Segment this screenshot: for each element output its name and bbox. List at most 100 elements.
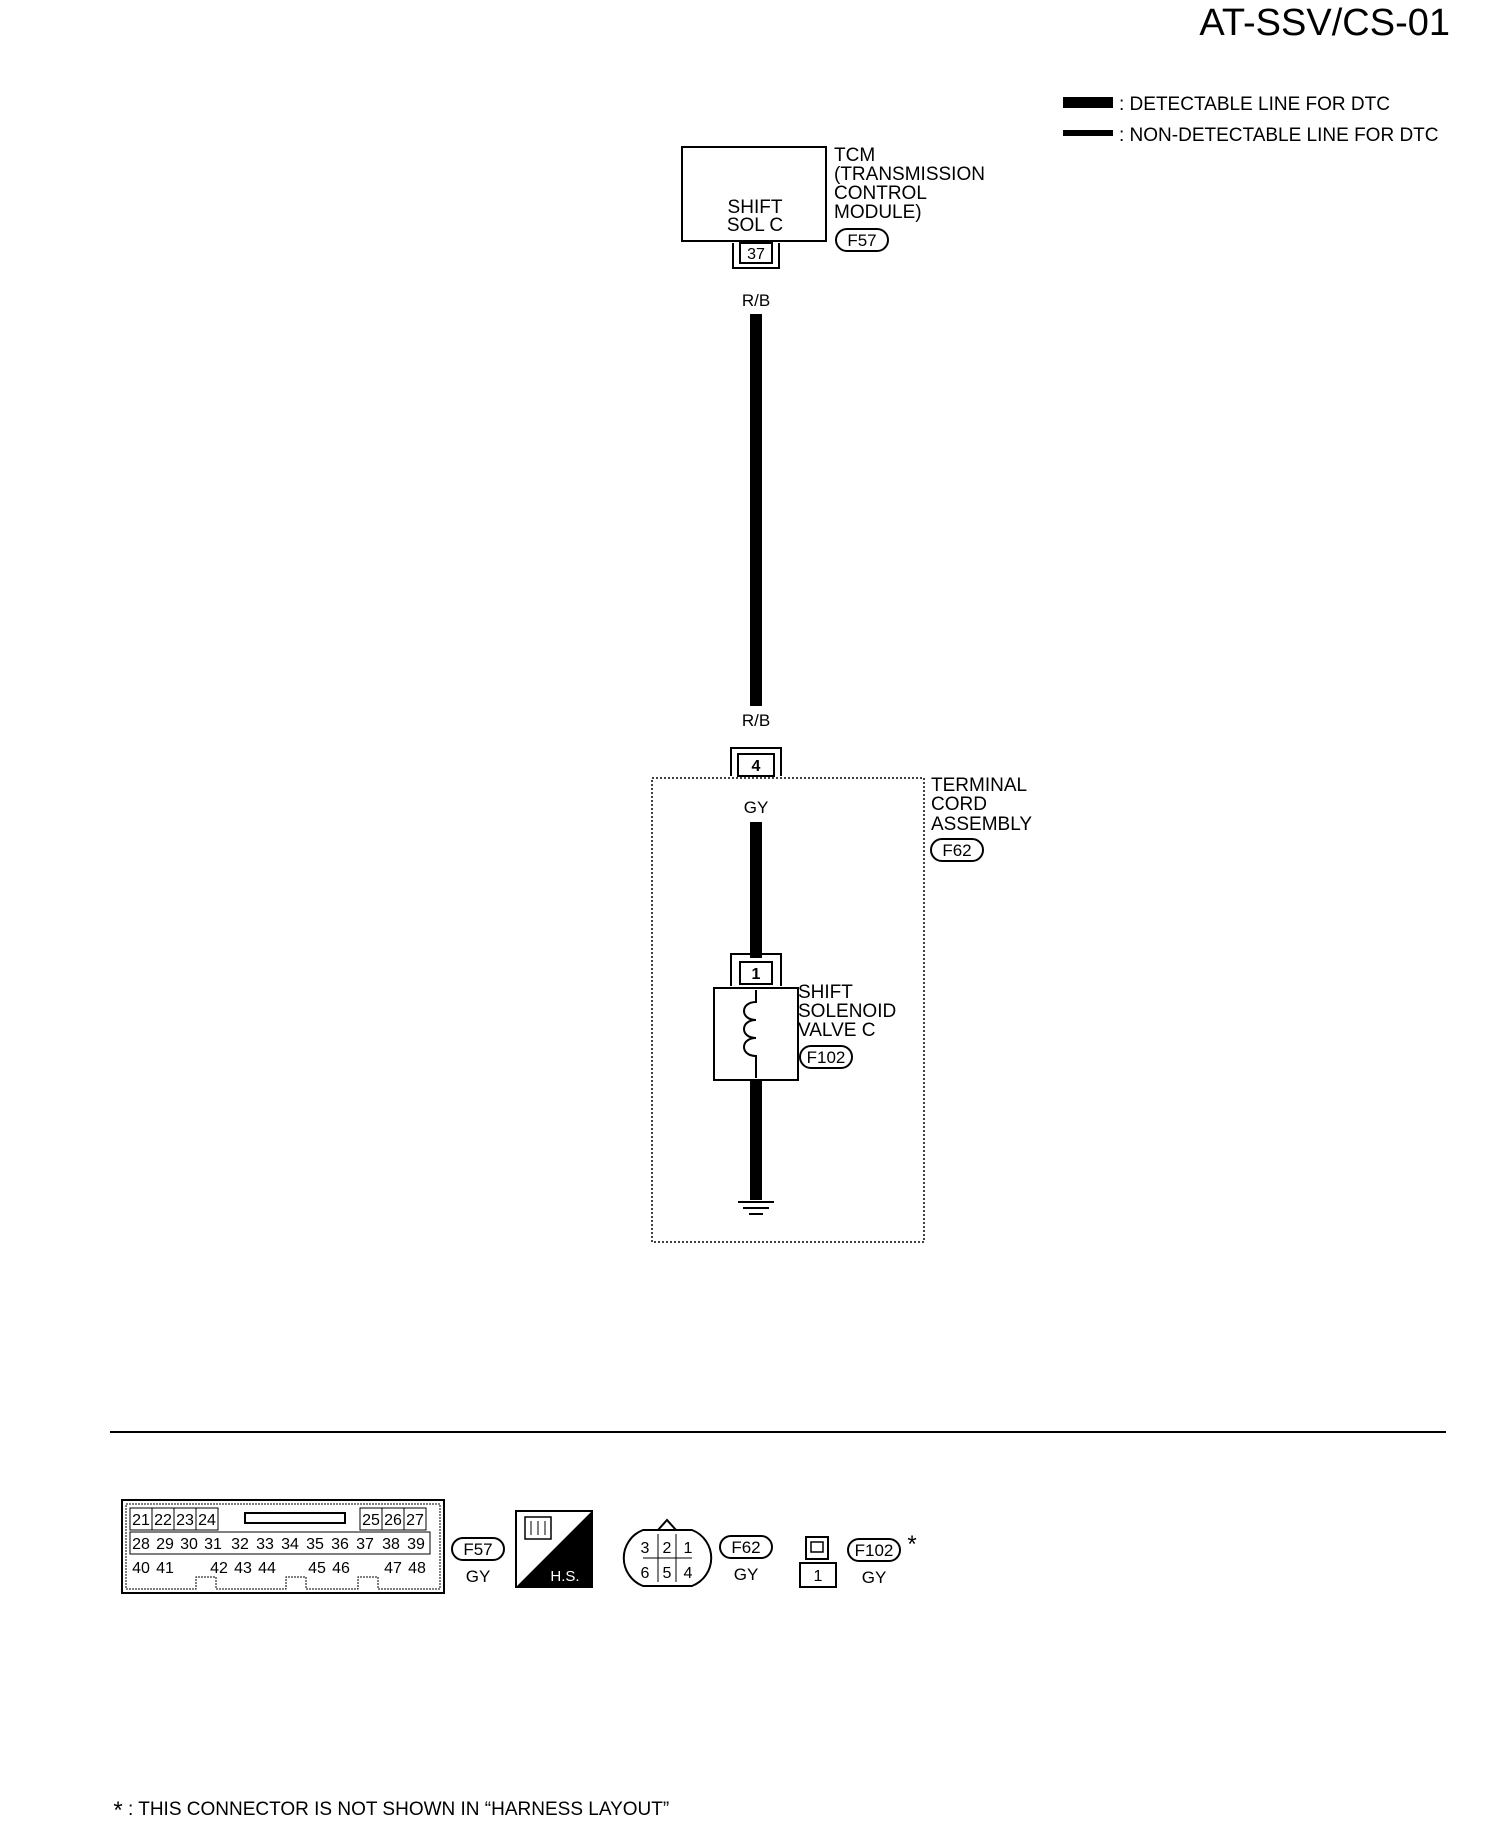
f57-pin: 45 bbox=[308, 1560, 326, 1577]
terminal-cord-boundary bbox=[651, 777, 925, 1243]
f57-pin: 31 bbox=[204, 1536, 222, 1553]
f62-outline bbox=[622, 1529, 713, 1587]
f62-pin: 6 bbox=[641, 1565, 650, 1582]
page-code: AT-SSV/CS-01 bbox=[1199, 2, 1450, 44]
f62-terminal-number: 4 bbox=[752, 758, 761, 775]
wire-color-mid: R/B bbox=[742, 711, 770, 730]
legend-detectable-text: : DETECTABLE LINE FOR DTC bbox=[1119, 94, 1390, 115]
tcm-terminal-bracket bbox=[732, 243, 780, 269]
wire-gy-lower bbox=[750, 1080, 762, 1200]
f57-id: F57 bbox=[463, 1540, 492, 1559]
f57-pin: 48 bbox=[408, 1560, 426, 1577]
f57-pin: 36 bbox=[331, 1536, 349, 1553]
f62-pin: 4 bbox=[684, 1565, 693, 1582]
f57-pin: 43 bbox=[234, 1560, 252, 1577]
f57-id-badge bbox=[451, 1537, 505, 1561]
legend-detectable-swatch bbox=[1063, 97, 1113, 108]
hs-symbol: H.S. bbox=[515, 1510, 593, 1588]
f57-color: GY bbox=[466, 1567, 491, 1586]
tcm-module: SHIFT SOL C TCM (TRANSMISSION CONTROL MO… bbox=[681, 145, 985, 269]
tcm-terminal-number: 37 bbox=[747, 246, 765, 263]
f57-pin: 21 bbox=[132, 1512, 150, 1529]
tcm-connector-id: F57 bbox=[847, 231, 876, 250]
f102-latch bbox=[810, 1541, 824, 1553]
legend: : DETECTABLE LINE FOR DTC : NON-DETECTAB… bbox=[1063, 94, 1439, 146]
solenoid-title-1: SHIFT bbox=[798, 982, 853, 1003]
f62-pin: 5 bbox=[663, 1565, 672, 1582]
solenoid-terminal-bracket bbox=[730, 953, 782, 986]
f62-connector-face: 3 2 1 6 5 4 F62 GY bbox=[622, 1518, 773, 1587]
terminal-cord-title-3: ASSEMBLY bbox=[931, 814, 1032, 835]
f62-pin: 1 bbox=[684, 1540, 693, 1557]
f57-pin: 42 bbox=[210, 1560, 228, 1577]
f57-pin: 23 bbox=[176, 1512, 194, 1529]
wire-color-top: R/B bbox=[742, 291, 770, 310]
f57-row-1: 21 22 23 24 25 26 27 bbox=[129, 1507, 427, 1531]
f57-pin: 22 bbox=[154, 1512, 172, 1529]
f102-id-badge bbox=[847, 1538, 901, 1562]
tcm-connector-badge bbox=[835, 228, 889, 252]
hs-label: H.S. bbox=[550, 1568, 579, 1585]
f62-connector-id: F62 bbox=[942, 841, 971, 860]
tcm-title-line-2: (TRANSMISSION bbox=[834, 164, 985, 185]
legend-non-detectable-text: : NON-DETECTABLE LINE FOR DTC bbox=[1119, 125, 1439, 146]
f57-pin: 40 bbox=[132, 1560, 150, 1577]
tcm-title-line-3: CONTROL bbox=[834, 183, 927, 204]
f102-connector-id: F102 bbox=[807, 1048, 846, 1067]
f57-pin-cell bbox=[195, 1507, 219, 1531]
f57-pin: 38 bbox=[382, 1536, 400, 1553]
f57-pin: 46 bbox=[332, 1560, 350, 1577]
f57-pin: 33 bbox=[256, 1536, 274, 1553]
f102-housing bbox=[805, 1536, 829, 1560]
f57-connector-face: 21 22 23 24 25 26 27 28 29 30 31 32 33 3… bbox=[121, 1499, 505, 1594]
f62-key bbox=[657, 1518, 677, 1531]
f102-id: F102 bbox=[855, 1541, 894, 1560]
footnote-text: : THIS CONNECTOR IS NOT SHOWN IN “HARNES… bbox=[128, 1799, 669, 1820]
wire-color-inner: GY bbox=[744, 798, 769, 817]
f62-id: F62 bbox=[731, 1538, 760, 1557]
f57-pin: 39 bbox=[407, 1536, 425, 1553]
tcm-terminal-box bbox=[739, 242, 773, 264]
f57-latch-slot bbox=[244, 1512, 346, 1524]
f57-pin: 25 bbox=[362, 1512, 380, 1529]
terminal-cord-title-2: CORD bbox=[931, 794, 987, 815]
f57-pin: 34 bbox=[281, 1536, 299, 1553]
f57-pin: 35 bbox=[306, 1536, 324, 1553]
f57-pin: 47 bbox=[384, 1560, 402, 1577]
legend-non-detectable-swatch bbox=[1063, 130, 1113, 136]
solenoid-terminal-number: 1 bbox=[752, 966, 761, 983]
f102-connector-badge bbox=[799, 1045, 853, 1069]
f102-connector-face: 1 F102 * GY bbox=[799, 1531, 917, 1588]
f102-pin-cell bbox=[799, 1562, 837, 1588]
tcm-title-line-4: MODULE) bbox=[834, 202, 922, 223]
f57-outline bbox=[121, 1499, 445, 1594]
tcm-title-line-1: TCM bbox=[834, 145, 875, 166]
solenoid-terminal-box bbox=[739, 961, 773, 985]
f62-connector-badge bbox=[930, 838, 984, 862]
wire-gy-upper bbox=[750, 822, 762, 958]
f57-pin: 26 bbox=[384, 1512, 402, 1529]
ground-icon bbox=[738, 1201, 774, 1215]
hs-triangle bbox=[516, 1511, 592, 1587]
f57-pin: 30 bbox=[180, 1536, 198, 1553]
f102-color: GY bbox=[862, 1568, 887, 1587]
f57-row-2-frame bbox=[129, 1531, 431, 1555]
f62-color: GY bbox=[734, 1565, 759, 1584]
solenoid-title-2: SOLENOID bbox=[798, 1001, 896, 1022]
f102-pin: 1 bbox=[814, 1568, 823, 1585]
wire-rb bbox=[750, 314, 762, 706]
footnote: * : THIS CONNECTOR IS NOT SHOWN IN “HARN… bbox=[113, 1797, 669, 1824]
f57-pin: 44 bbox=[258, 1560, 276, 1577]
f57-inner-outline bbox=[125, 1503, 441, 1590]
f57-pin: 24 bbox=[198, 1512, 216, 1529]
f57-pin: 41 bbox=[156, 1560, 174, 1577]
tcm-box bbox=[681, 146, 827, 242]
terminal-cord-title-1: TERMINAL bbox=[931, 775, 1027, 796]
f57-pin: 29 bbox=[156, 1536, 174, 1553]
tcm-function-line-1: SHIFT bbox=[728, 197, 783, 218]
f62-terminal-box bbox=[737, 753, 775, 777]
f57-pin: 32 bbox=[231, 1536, 249, 1553]
f62-pin: 3 bbox=[641, 1540, 650, 1557]
f57-pin: 37 bbox=[356, 1536, 374, 1553]
